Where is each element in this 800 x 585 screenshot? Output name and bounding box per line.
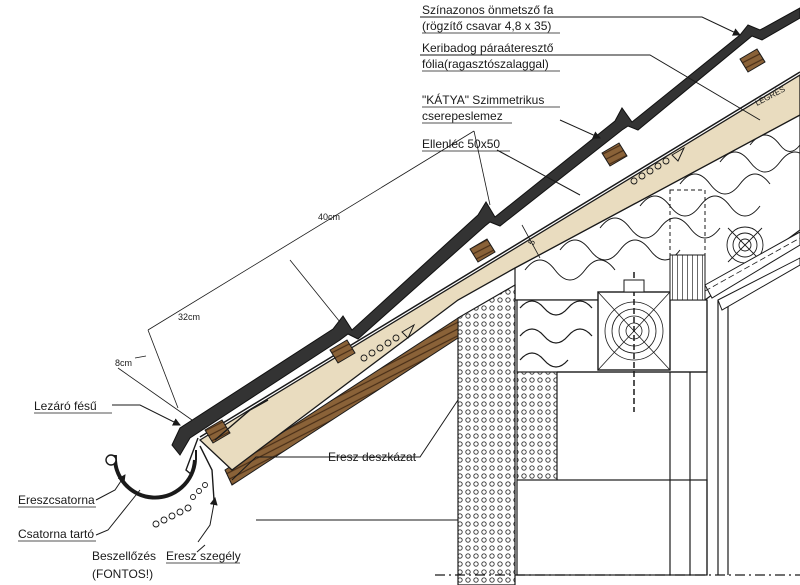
label-eave-trim: Eresz szegély bbox=[166, 549, 241, 563]
wall-plate-timber bbox=[597, 189, 706, 412]
label-ventilation-note: (FONTOS!) bbox=[92, 567, 153, 581]
label-underlines bbox=[18, 16, 560, 564]
callout-labels: Színazonos önmetsző fa (rögzítő csavar 4… bbox=[18, 3, 554, 581]
label-gutter: Ereszcsatorna bbox=[18, 493, 95, 507]
dimension-5: 5 bbox=[526, 238, 537, 247]
label-ventilation: Beszellőzés bbox=[92, 549, 156, 563]
dimension-8cm: 8cm bbox=[115, 358, 132, 368]
roof-insulation-layer bbox=[514, 114, 800, 301]
roof-sheet-profile bbox=[171, 7, 800, 456]
purlin-section bbox=[726, 226, 764, 264]
label-eave-boarding: Eresz deszkázat bbox=[328, 450, 417, 464]
dimension-lines bbox=[117, 130, 541, 421]
eave-boarding bbox=[224, 317, 459, 486]
airflow-arrows bbox=[401, 146, 686, 339]
dimension-40cm: 40cm bbox=[318, 212, 340, 222]
label-membrane: Keribadog páraáteresztő bbox=[422, 41, 554, 55]
label-roof-sheet-type: cserepeslemez bbox=[422, 109, 503, 123]
ventilation-airflow bbox=[152, 157, 670, 528]
label-membrane-tape: fólia(ragasztószalaggal) bbox=[422, 57, 549, 71]
breathable-membrane bbox=[199, 71, 800, 438]
label-counter-batten: Ellenléc 50x50 bbox=[422, 137, 500, 151]
dimension-32cm: 32cm bbox=[178, 312, 200, 322]
masonry-wall bbox=[457, 283, 558, 585]
counter-battens bbox=[204, 48, 766, 444]
dimension-texts: 40cm 32cm 8cm 5 bbox=[115, 212, 537, 368]
label-screw-spec: (rögzítő csavar 4,8 x 35) bbox=[422, 19, 551, 33]
label-screw: Színazonos önmetsző fa bbox=[422, 3, 554, 17]
label-roof-sheet: "KÁTYA" Szimmetrikus bbox=[422, 92, 544, 107]
label-gutter-bracket: Csatorna tartó bbox=[18, 527, 94, 541]
label-eave-comb: Lezáró fésű bbox=[34, 399, 97, 413]
inner-lining bbox=[704, 231, 800, 311]
gutter bbox=[105, 450, 197, 500]
